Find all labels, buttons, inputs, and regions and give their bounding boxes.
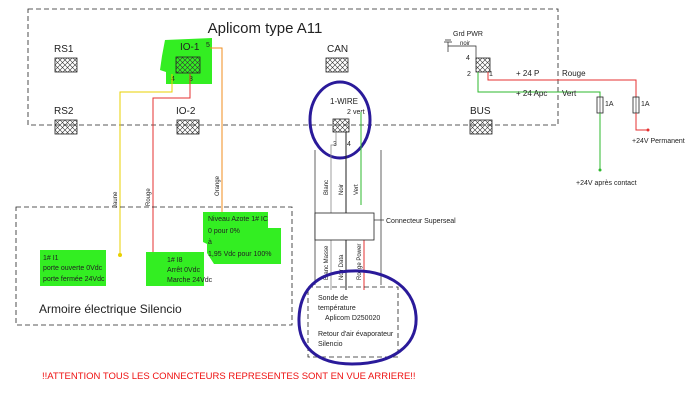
- onewire-pin-2: 2: [347, 109, 351, 116]
- i8-title: 1# I8: [167, 257, 183, 264]
- armoire-frame: [15, 206, 293, 326]
- sonde-line2: température: [318, 305, 356, 312]
- rs1-connector: [54, 57, 78, 73]
- rs1-label: RS1: [54, 44, 74, 55]
- onewire-label: 1-WIRE: [330, 97, 358, 106]
- label-24apc: + 24 Apc: [516, 89, 547, 98]
- i1-line2: porte fermée 24Vdc: [43, 276, 105, 283]
- wire-24p-red: [487, 72, 637, 97]
- fuse-perm-label: 1A: [641, 101, 650, 108]
- pwr-pin-1: 1: [489, 71, 493, 78]
- bus-label: BUS: [470, 106, 491, 117]
- pwr-pin-2: 2: [467, 71, 471, 78]
- fuse-apc-label: 1A: [605, 101, 614, 108]
- label-vert: Vert: [354, 184, 360, 195]
- io1-connector: [175, 56, 201, 74]
- armoire-label: Armoire électrique Silencio: [39, 302, 182, 316]
- label-24p: + 24 P: [516, 69, 539, 78]
- azote-line4: 1,95 Vdc pour 100%: [208, 251, 271, 258]
- gnd-pwr-label: Grd PWR: [453, 31, 483, 38]
- onewire-connector: [332, 118, 350, 133]
- warning-text: !!ATTENTION TOUS LES CONNECTEURS REPRESE…: [42, 371, 416, 382]
- pwr-pin-4: 4: [466, 55, 470, 62]
- i1-title: 1# I1: [43, 255, 59, 262]
- azote-highlight: [203, 212, 281, 264]
- i8-highlight: [146, 252, 204, 286]
- i8-line2: Marche 24Vdc: [167, 277, 213, 284]
- bus-connector: [469, 119, 493, 135]
- superseal-label: Connecteur Superseal: [386, 218, 456, 225]
- label-rouge: Rouge: [146, 188, 152, 206]
- terminal-perm: [646, 128, 650, 132]
- io2-connector: [176, 119, 200, 135]
- label-blanc: Blanc: [324, 180, 330, 195]
- label-rouge-right: Rouge: [562, 69, 586, 78]
- label-rouge-power: Rouge Power: [357, 244, 363, 280]
- wire-orange: [210, 47, 223, 225]
- sonde-line5: Silencio: [318, 341, 343, 348]
- io1-pin-4: 4: [171, 76, 175, 83]
- sonde-line1: Sonde de: [318, 295, 348, 302]
- can-connector: [325, 57, 349, 73]
- sonde-frame: [307, 286, 399, 358]
- pwr-connector: [475, 57, 491, 73]
- label-jaune: Jaune: [113, 191, 119, 208]
- wire-perm-out: [635, 113, 648, 131]
- onewire-pin-3: 3: [333, 141, 337, 148]
- i1-highlight: [40, 250, 106, 286]
- label-apres-contact: +24V après contact: [576, 180, 637, 187]
- ground-wire: [448, 45, 477, 60]
- wire-jaune: [119, 74, 173, 255]
- label-blanc-masse: Blanc Masse: [324, 245, 330, 280]
- i8-line1: Arrêt 0Vdc: [167, 267, 201, 274]
- onewire-circle: [308, 80, 372, 160]
- azote-line2: 0 pour 0%: [208, 228, 240, 235]
- azote-line3: à: [208, 239, 212, 246]
- io1-pin-5: 5: [206, 42, 210, 49]
- sonde-line3: Aplicom D250020: [325, 315, 380, 322]
- rs2-label: RS2: [54, 106, 74, 117]
- i1-line1: porte ouverte 0Vdc: [43, 265, 103, 272]
- rs2-connector: [54, 119, 78, 135]
- label-orange: Orange: [215, 175, 221, 196]
- onewire-vert-label: vert: [353, 109, 365, 116]
- label-noir-data: Noir Data: [339, 254, 345, 280]
- io2-label: IO-2: [176, 106, 196, 117]
- label-permanent: +24V Permanent: [632, 138, 685, 145]
- sonde-circle: [297, 269, 418, 366]
- label-noir: Noir: [339, 184, 345, 195]
- superseal-connector: [314, 212, 375, 241]
- onewire-pin-4: 4: [347, 141, 351, 148]
- ground-symbol: [444, 39, 452, 52]
- io1-label: IO-1: [180, 42, 200, 53]
- noir-top-label: noir: [460, 41, 470, 47]
- label-vert-right: Vert: [562, 89, 577, 98]
- aplicom-frame: [27, 8, 559, 126]
- sonde-line4: Retour d'air évaporateur: [318, 331, 394, 338]
- aplicom-title: Aplicom type A11: [208, 20, 323, 37]
- wire-rouge: [152, 74, 191, 257]
- terminal-jaune: [118, 253, 122, 257]
- can-label: CAN: [327, 44, 348, 55]
- azote-line1: Niveau Azote 1# IC: [208, 216, 268, 223]
- wire-24apc-green: [477, 72, 601, 97]
- terminal-apc: [598, 168, 602, 172]
- io1-pin-3: 3: [189, 76, 193, 83]
